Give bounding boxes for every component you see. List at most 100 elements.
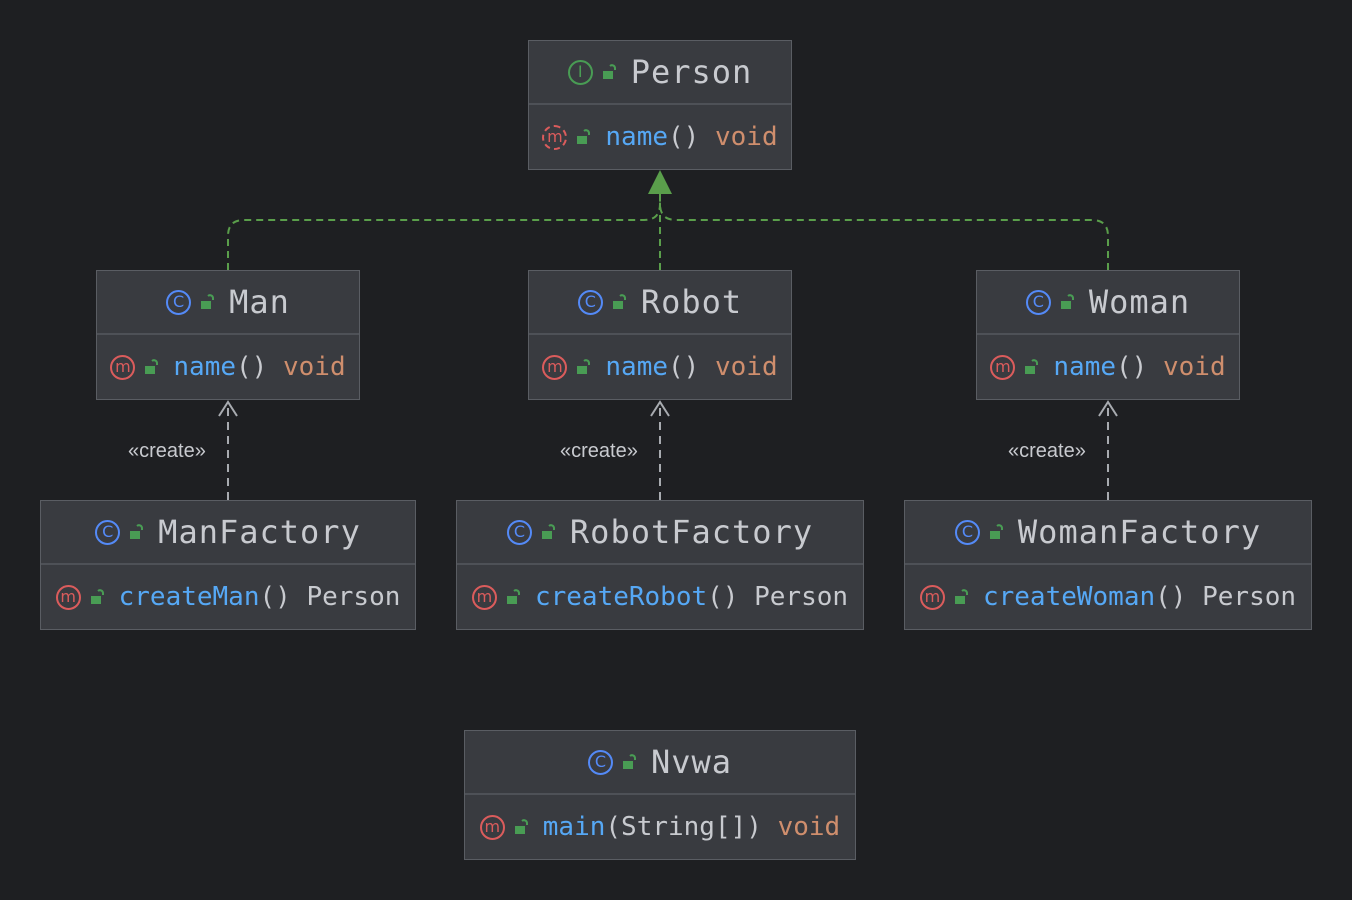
public-lock-icon bbox=[130, 524, 144, 539]
member-signature: createRobot() Person bbox=[535, 582, 848, 612]
public-lock-icon bbox=[989, 524, 1003, 539]
create-label-robot: «create» bbox=[560, 440, 638, 462]
dependency-arrowhead-robot bbox=[650, 400, 670, 417]
method-params: () bbox=[1116, 352, 1148, 382]
class-icon: C bbox=[954, 519, 980, 545]
node-header: C Woman bbox=[977, 271, 1239, 335]
node-title: Person bbox=[630, 53, 753, 91]
member-row[interactable]: m name() void bbox=[977, 335, 1239, 399]
public-lock-icon bbox=[1025, 359, 1039, 374]
public-lock-icon bbox=[612, 294, 626, 309]
person-interface-node[interactable]: I Person m name() void bbox=[528, 40, 792, 170]
method-name: name bbox=[173, 352, 237, 382]
node-header: C ManFactory bbox=[41, 501, 415, 565]
woman-class-node[interactable]: C Woman m name() void bbox=[976, 270, 1240, 400]
return-type: void bbox=[777, 812, 841, 842]
node-title: RobotFactory bbox=[569, 513, 814, 551]
public-lock-icon bbox=[145, 359, 159, 374]
robot-class-node[interactable]: C Robot m name() void bbox=[528, 270, 792, 400]
realization-edge-man bbox=[227, 194, 661, 270]
method-name: createMan bbox=[118, 582, 260, 612]
member-row[interactable]: m name() void bbox=[529, 335, 791, 399]
man-class-node[interactable]: C Man m name() void bbox=[96, 270, 360, 400]
class-icon: C bbox=[506, 519, 532, 545]
method-name: createWoman bbox=[982, 582, 1156, 612]
node-title: Nvwa bbox=[650, 743, 733, 781]
public-lock-icon bbox=[506, 589, 520, 604]
return-type: Person bbox=[1202, 582, 1297, 612]
public-lock-icon bbox=[541, 524, 555, 539]
member-signature: createWoman() Person bbox=[983, 582, 1296, 612]
method-name: main bbox=[542, 812, 606, 842]
public-lock-icon bbox=[1060, 294, 1074, 309]
method-name: name bbox=[605, 122, 669, 152]
node-title: Man bbox=[229, 283, 290, 321]
public-lock-icon bbox=[622, 754, 636, 769]
abstract-method-icon: m bbox=[542, 124, 568, 150]
node-header: C Nvwa bbox=[465, 731, 855, 795]
member-row[interactable]: m name() void bbox=[529, 105, 791, 169]
member-row[interactable]: m main(String[]) void bbox=[465, 795, 855, 859]
public-lock-icon bbox=[90, 589, 104, 604]
woman-factory-class-node[interactable]: C WomanFactory m createWoman() Person bbox=[904, 500, 1312, 630]
return-type: void bbox=[714, 122, 778, 152]
method-icon: m bbox=[990, 354, 1016, 380]
create-label-man: «create» bbox=[128, 440, 206, 462]
man-factory-class-node[interactable]: C ManFactory m createMan() Person bbox=[40, 500, 416, 630]
method-params: () bbox=[236, 352, 268, 382]
public-lock-icon bbox=[602, 64, 616, 79]
method-name: name bbox=[605, 352, 669, 382]
return-type: Person bbox=[306, 582, 401, 612]
method-icon: m bbox=[479, 814, 505, 840]
public-lock-icon bbox=[577, 359, 591, 374]
member-row[interactable]: m name() void bbox=[97, 335, 359, 399]
node-title: ManFactory bbox=[158, 513, 361, 551]
node-title: Robot bbox=[640, 283, 743, 321]
dependency-arrowhead-man bbox=[218, 400, 238, 417]
robot-factory-class-node[interactable]: C RobotFactory m createRobot() Person bbox=[456, 500, 864, 630]
return-type: Person bbox=[754, 582, 849, 612]
node-header: I Person bbox=[529, 41, 791, 105]
nvwa-class-node[interactable]: C Nvwa m main(String[]) void bbox=[464, 730, 856, 860]
dependency-arrowhead-woman bbox=[1098, 400, 1118, 417]
class-icon: C bbox=[166, 289, 192, 315]
public-lock-icon bbox=[954, 589, 968, 604]
member-signature: name() void bbox=[1053, 352, 1225, 382]
node-header: C Man bbox=[97, 271, 359, 335]
member-row[interactable]: m createMan() Person bbox=[41, 565, 415, 629]
method-icon: m bbox=[471, 584, 497, 610]
realization-edge-woman bbox=[659, 194, 1109, 270]
method-params: () bbox=[1155, 582, 1187, 612]
method-params: () bbox=[668, 352, 700, 382]
return-type: void bbox=[714, 352, 778, 382]
method-icon: m bbox=[110, 354, 136, 380]
method-params: () bbox=[259, 582, 291, 612]
method-params: () bbox=[668, 122, 700, 152]
realization-arrowhead bbox=[648, 170, 672, 194]
member-signature: createMan() Person bbox=[119, 582, 401, 612]
class-icon: C bbox=[1025, 289, 1051, 315]
class-icon: C bbox=[587, 749, 613, 775]
method-params: () bbox=[707, 582, 739, 612]
class-icon: C bbox=[577, 289, 603, 315]
method-name: createRobot bbox=[534, 582, 708, 612]
node-title: WomanFactory bbox=[1017, 513, 1262, 551]
node-header: C RobotFactory bbox=[457, 501, 863, 565]
node-header: C WomanFactory bbox=[905, 501, 1311, 565]
member-row[interactable]: m createWoman() Person bbox=[905, 565, 1311, 629]
node-title: Woman bbox=[1088, 283, 1191, 321]
method-icon: m bbox=[55, 584, 81, 610]
interface-icon: I bbox=[567, 59, 593, 85]
method-icon: m bbox=[919, 584, 945, 610]
create-label-woman: «create» bbox=[1008, 440, 1086, 462]
member-signature: name() void bbox=[605, 122, 777, 152]
public-lock-icon bbox=[514, 819, 528, 834]
return-type: void bbox=[282, 352, 346, 382]
member-signature: main(String[]) void bbox=[543, 812, 840, 842]
member-row[interactable]: m createRobot() Person bbox=[457, 565, 863, 629]
public-lock-icon bbox=[201, 294, 215, 309]
node-header: C Robot bbox=[529, 271, 791, 335]
class-icon: C bbox=[95, 519, 121, 545]
method-icon: m bbox=[542, 354, 568, 380]
